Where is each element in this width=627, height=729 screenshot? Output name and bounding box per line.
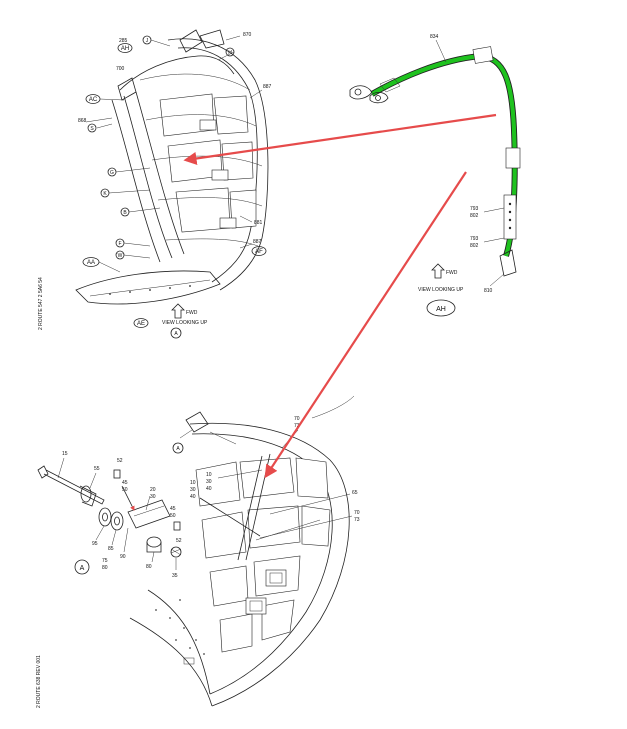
svg-text:AF: AF — [255, 249, 263, 255]
part-80a: 80 — [102, 565, 108, 571]
letter-f: F — [115, 238, 125, 248]
svg-text:S: S — [90, 126, 94, 132]
part-20: 20 — [150, 487, 156, 493]
svg-text:AE: AE — [137, 321, 145, 327]
part-85: 85 — [108, 546, 114, 552]
label-30b: 30 — [190, 487, 196, 493]
callout-ac: AC — [85, 94, 101, 104]
svg-text:J: J — [146, 38, 149, 44]
callout-a-detail: A — [74, 559, 90, 575]
label-10a: 10 — [206, 472, 212, 478]
letter-s: S — [87, 123, 97, 133]
part-95: 95 — [92, 541, 98, 547]
label-870: 870 — [243, 32, 252, 38]
svg-text:B: B — [123, 210, 127, 216]
wiring-harness: 834 793 802 793 802 810 FWD VIEW LOOKING… — [349, 34, 521, 317]
part-45b: 45 — [170, 506, 176, 512]
svg-text:G: G — [110, 170, 114, 176]
svg-text:AC: AC — [89, 97, 98, 103]
label-40a: 40 — [206, 486, 212, 492]
part-50: 50 — [122, 487, 128, 493]
letter-k: K — [100, 188, 110, 198]
pointer-arrows — [183, 113, 497, 479]
callout-a-lower: A — [172, 442, 184, 454]
label-700: 700 — [116, 66, 125, 72]
label-868: 868 — [78, 118, 87, 124]
part-80b: 80 — [146, 564, 152, 570]
part-15: 15 — [62, 451, 68, 457]
label-834: 834 — [430, 34, 439, 40]
label-70-top: 70 — [294, 416, 300, 422]
label-887: 887 — [263, 84, 272, 90]
label-881: 881 — [254, 220, 263, 226]
view-callout-a-upper: A — [170, 327, 182, 339]
svg-text:A: A — [174, 331, 178, 337]
label-802-a: 802 — [470, 213, 479, 219]
part-75: 75 — [102, 558, 108, 564]
detail-a-fastener: 15 55 52 52 45 50 20 30 45 50 95 85 90 7… — [36, 451, 182, 708]
part-30: 30 — [150, 494, 156, 500]
side-text-upper: 2 ROUTE 547 2 5A6 54 — [38, 277, 44, 330]
svg-text:H: H — [228, 50, 232, 56]
red-arrow-lower — [264, 171, 467, 479]
fwd-arrow-icon-ah: FWD — [431, 263, 458, 279]
part-35: 35 — [172, 573, 178, 579]
fwd-arrow-icon: FWD — [171, 303, 198, 319]
part-50b: 50 — [170, 513, 176, 519]
view-looking-up-text-ah: VIEW LOOKING UP — [418, 287, 464, 293]
svg-text:FWD: FWD — [186, 310, 198, 316]
label-65: 65 — [352, 490, 358, 496]
letter-h: H — [225, 47, 235, 57]
svg-text:A: A — [176, 446, 180, 452]
letter-b: B — [120, 207, 130, 217]
callout-ah-view: AH — [426, 299, 456, 317]
callout-aa: AA — [82, 257, 100, 267]
svg-text:AH: AH — [121, 46, 129, 52]
svg-text:AH: AH — [436, 306, 446, 313]
svg-text:A: A — [80, 565, 85, 572]
lower-panels — [195, 457, 331, 653]
label-793-b: 793 — [470, 236, 479, 242]
label-793-a: 793 — [470, 206, 479, 212]
label-285: 285 — [119, 38, 128, 44]
label-40b: 40 — [190, 494, 196, 500]
label-30a: 30 — [206, 479, 212, 485]
part-55: 55 — [94, 466, 100, 472]
svg-text:W: W — [118, 253, 123, 259]
label-802-b: 802 — [470, 243, 479, 249]
label-10b: 10 — [190, 480, 196, 486]
letter-w: W — [115, 250, 125, 260]
label-73-top: 73 — [294, 423, 300, 429]
label-73-right: 73 — [354, 517, 360, 523]
part-52-top: 52 — [117, 458, 123, 464]
callout-ah: AH — [117, 43, 133, 53]
letter-j: J — [142, 35, 152, 45]
green-harness — [370, 53, 517, 257]
svg-text:F: F — [118, 241, 121, 247]
callout-af: AF — [251, 246, 267, 256]
lower-panel-structure: 70 73 10 30 40 10 30 40 65 70 73 A — [129, 395, 360, 707]
svg-text:FWD: FWD — [446, 270, 458, 276]
red-arrow-upper — [183, 113, 497, 166]
view-looking-up-text-left: VIEW LOOKING UP — [162, 320, 208, 326]
svg-text:AA: AA — [87, 260, 95, 266]
part-90: 90 — [120, 554, 126, 560]
label-70-right: 70 — [354, 510, 360, 516]
callout-ae: AE — [133, 318, 149, 328]
upper-left-structure: AH AC AA AE AF J S H K G B F W 870 887 8… — [38, 29, 272, 339]
letter-g: G — [107, 167, 117, 177]
label-810: 810 — [484, 288, 493, 294]
part-52-bottom: 52 — [176, 538, 182, 544]
part-45: 45 — [122, 480, 128, 486]
label-887b: 887 — [253, 239, 262, 245]
svg-text:K: K — [103, 191, 107, 197]
side-text-lower: 2 ROUTE 638 REV 001 — [36, 655, 42, 708]
